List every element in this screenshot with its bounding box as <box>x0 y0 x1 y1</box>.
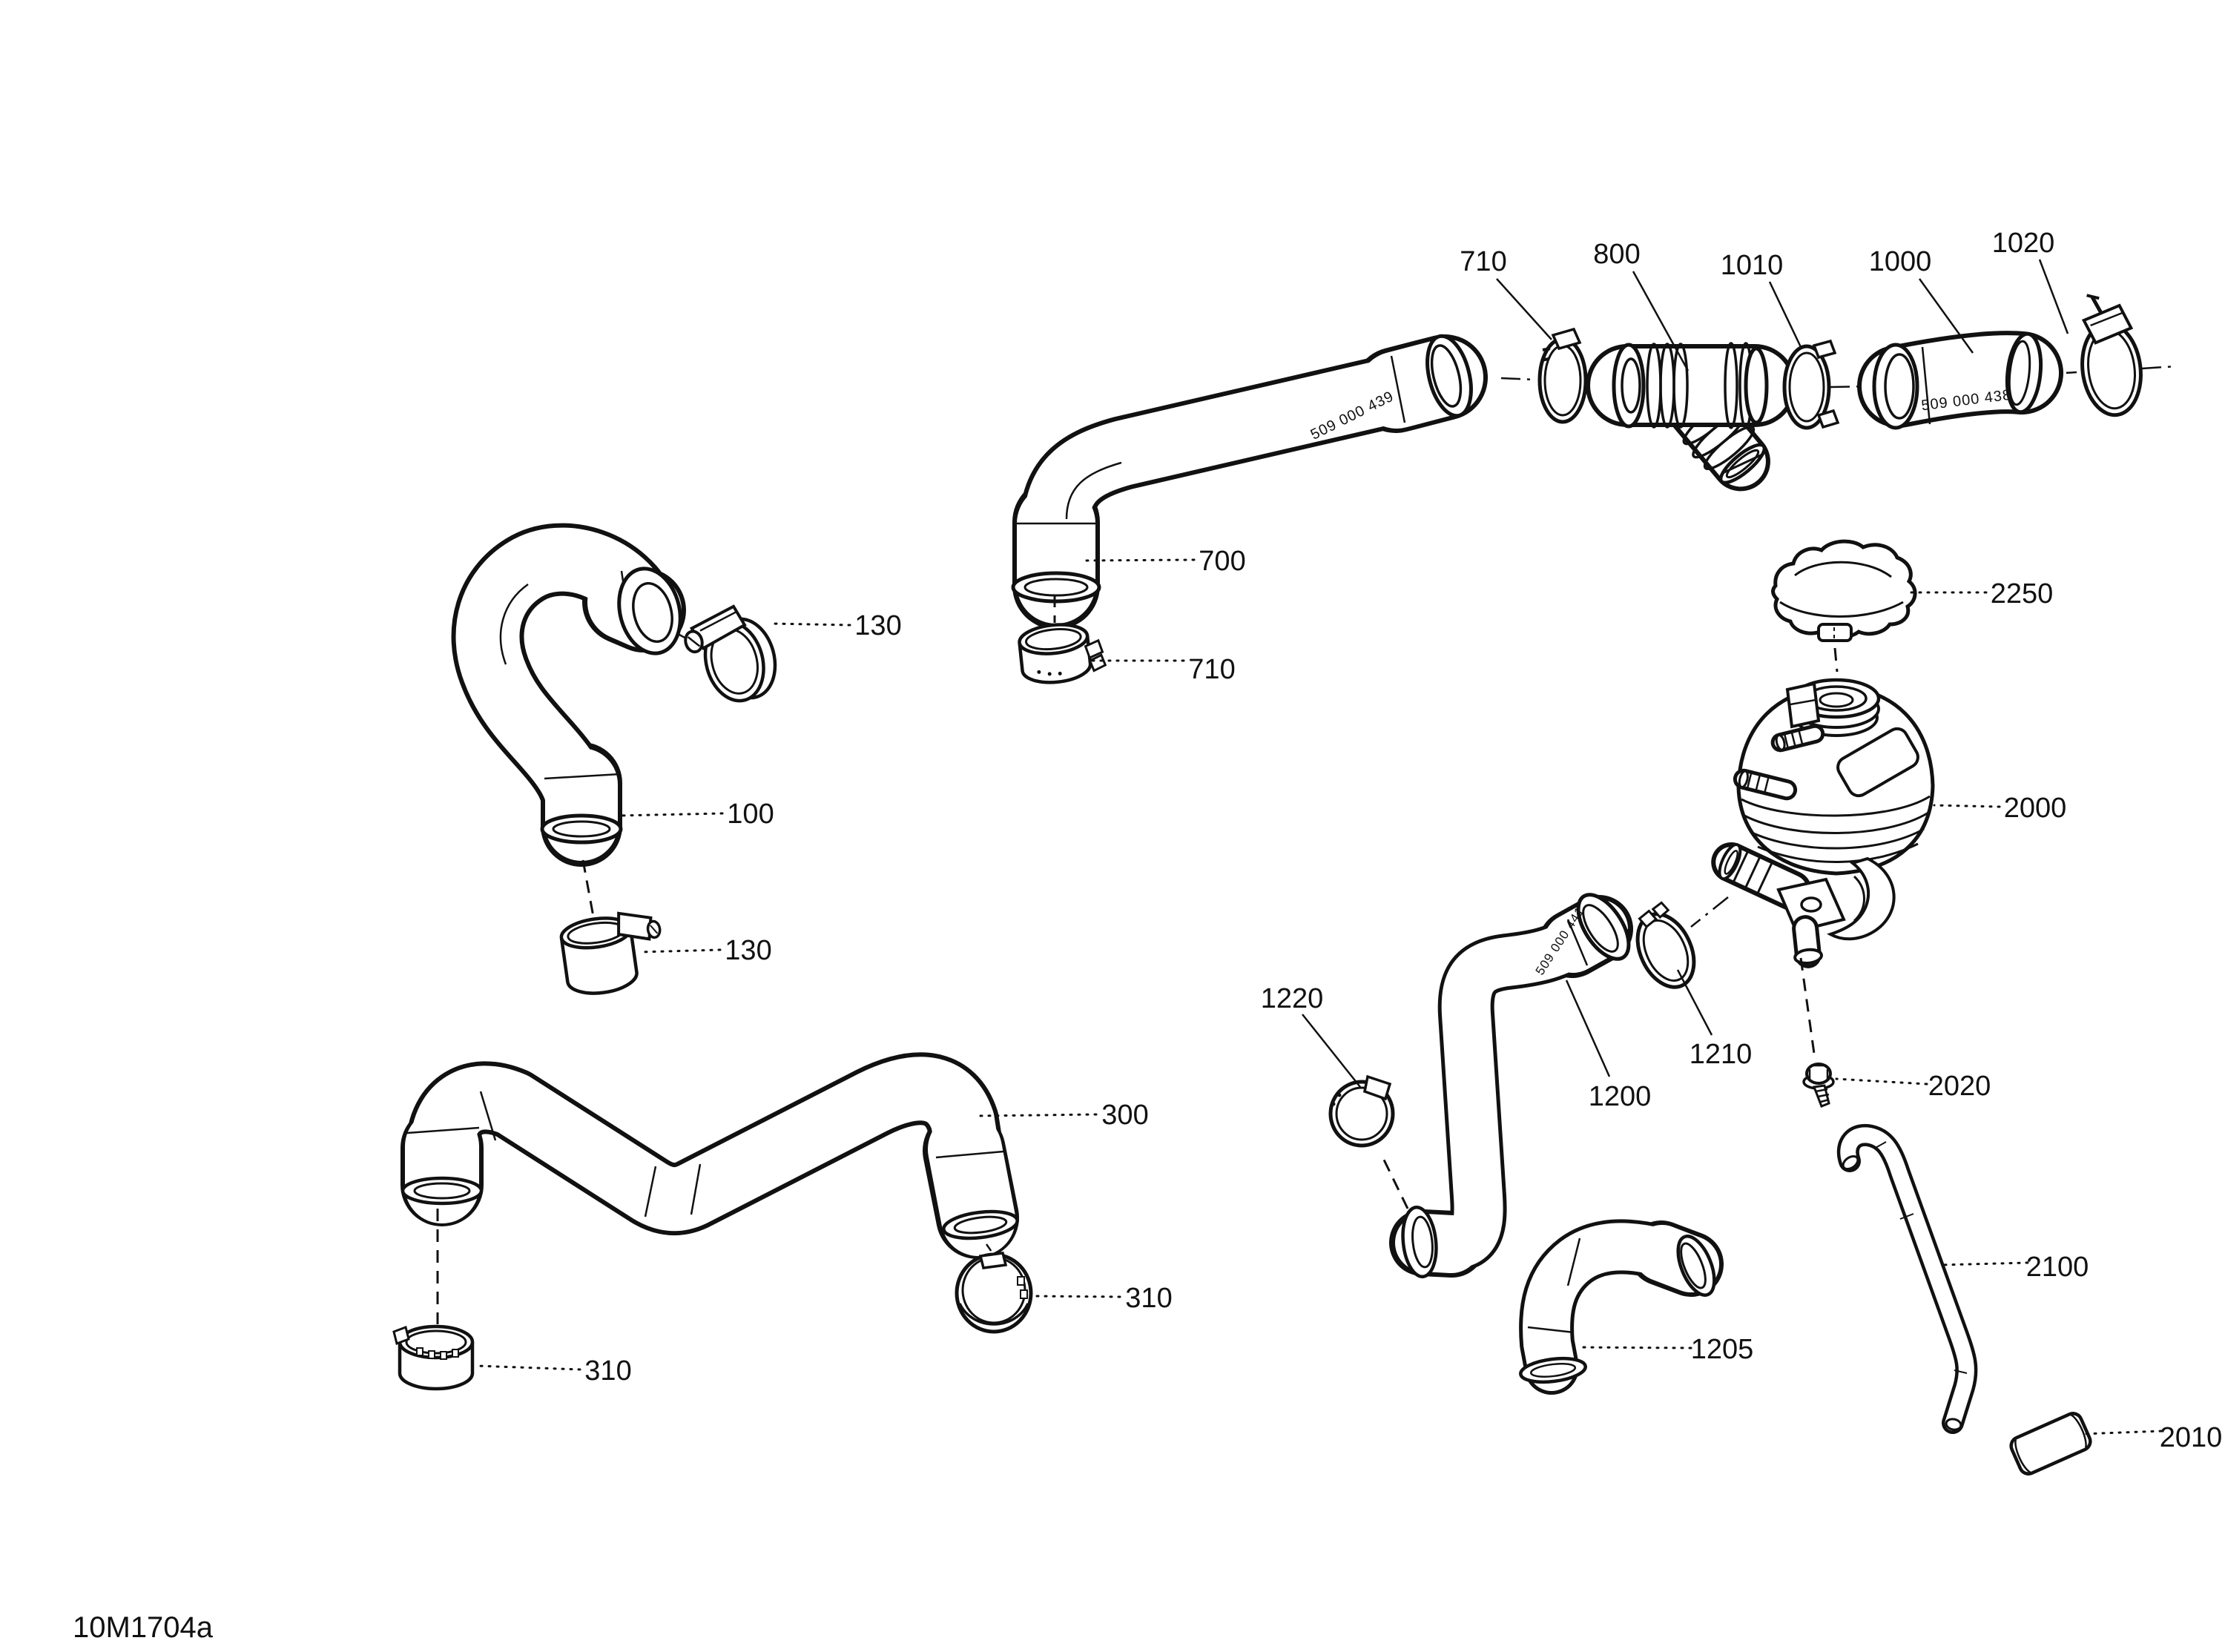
callout-leader <box>617 812 724 817</box>
callout-label: 310 <box>584 1355 631 1387</box>
callout-label: 1205 <box>1691 1334 1754 1365</box>
clamp-130-upper-drawing <box>684 604 777 703</box>
callout-leader <box>1034 1295 1121 1298</box>
callout-label: 710 <box>1188 654 1235 685</box>
clamp-1210-drawing <box>1635 901 1696 989</box>
callout-leader <box>2080 1430 2163 1435</box>
callout-label: 1000 <box>1869 246 1932 277</box>
callout-label: 300 <box>1101 1100 1148 1131</box>
hose-1205-drawing <box>1519 1219 1724 1395</box>
callout-leader <box>1081 558 1196 562</box>
callout-leader <box>1302 1014 1361 1088</box>
callout-leader <box>1939 1261 2029 1266</box>
callout-leader <box>2038 259 2069 334</box>
callout-label: 700 <box>1199 546 1245 577</box>
clamp-710-lower-drawing <box>1018 623 1107 684</box>
callout-label: 130 <box>725 935 771 966</box>
hose-1200-drawing <box>1380 893 1643 1279</box>
callout-leader <box>975 1113 1098 1117</box>
tube-2010-drawing <box>2009 1412 2092 1476</box>
callout-leader <box>1835 1077 1928 1086</box>
callout-leader <box>638 948 722 954</box>
clamp-1010-drawing <box>1782 339 1840 430</box>
callout-label: 310 <box>1125 1283 1172 1314</box>
callout-label: 2020 <box>1928 1071 1991 1102</box>
callout-leader <box>770 622 851 627</box>
callout-leader <box>1632 271 1690 371</box>
callout-leader <box>1918 278 1974 354</box>
callout-label: 1220 <box>1261 983 1324 1014</box>
callout-label: 2100 <box>2026 1252 2089 1283</box>
hose-2100-drawing <box>1836 1123 1978 1434</box>
callout-label: 2250 <box>1991 578 2054 609</box>
reservoir-2000-drawing <box>1690 678 1935 1060</box>
clamp-310-left-drawing <box>392 1324 475 1391</box>
callout-leader <box>1676 969 1713 1036</box>
clamp-310-right-drawing <box>955 1252 1033 1334</box>
callout-leader <box>1933 804 2001 808</box>
callout-label: 100 <box>727 799 774 830</box>
callout-label: 1200 <box>1589 1081 1652 1112</box>
diagram-code: 10M1704a <box>73 1611 214 1644</box>
callout-label: 710 <box>1460 246 1506 277</box>
hose-1000-drawing <box>1857 331 2063 430</box>
callout-leader <box>475 1364 581 1371</box>
callout-label: 2000 <box>2004 793 2067 824</box>
clamp-130-lower-drawing <box>559 911 662 995</box>
callout-leader <box>1496 278 1552 340</box>
cap-2250-drawing <box>1771 539 1917 673</box>
callout-leader <box>1768 281 1802 348</box>
callout-label: 130 <box>854 610 901 641</box>
callouts-layer: 130 100 130 700 710 710 800 1010 1000 1020 2250 200… <box>475 228 2223 1453</box>
screw-2020-drawing <box>1802 1063 1835 1108</box>
callout-leader <box>1565 979 1611 1077</box>
t-fitting-800-drawing <box>1586 342 1796 492</box>
callout-label: 1210 <box>1690 1039 1753 1070</box>
clamp-1020-drawing <box>2080 294 2143 417</box>
callout-label: 1010 <box>1721 250 1784 281</box>
clamp-710-upper-drawing <box>1537 327 1588 424</box>
callout-label: 1020 <box>1992 228 2055 259</box>
callout-label: 2010 <box>2160 1422 2223 1453</box>
callout-leader <box>1577 1346 1692 1349</box>
hose-700-drawing <box>1011 334 1488 630</box>
callout-label: 800 <box>1593 239 1640 270</box>
hose-100-drawing <box>451 523 707 917</box>
hose-300-drawing <box>400 1052 1019 1324</box>
clamp-1220-drawing <box>1328 1074 1395 1148</box>
